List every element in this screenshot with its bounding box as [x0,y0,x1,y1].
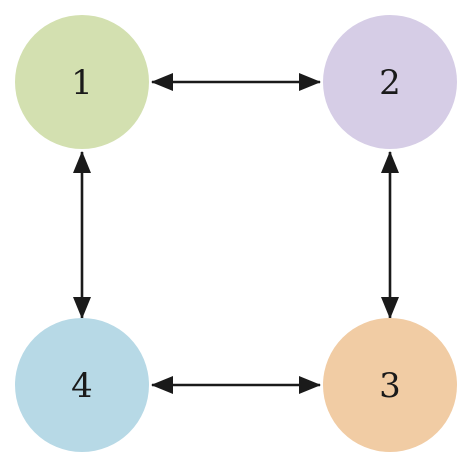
node-3-label: 3 [379,366,401,406]
node-1: 1 [15,15,149,149]
node-2-circle [323,15,457,149]
node-1-label: 1 [71,63,93,103]
edges [73,73,399,394]
node-2-label: 2 [379,63,401,103]
node-4-label: 4 [71,366,93,406]
node-4: 4 [15,318,149,452]
node-3-circle [323,318,457,452]
node-3: 3 [323,318,457,452]
node-2: 2 [323,15,457,149]
node-1-circle [15,15,149,149]
node-4-circle [15,318,149,452]
